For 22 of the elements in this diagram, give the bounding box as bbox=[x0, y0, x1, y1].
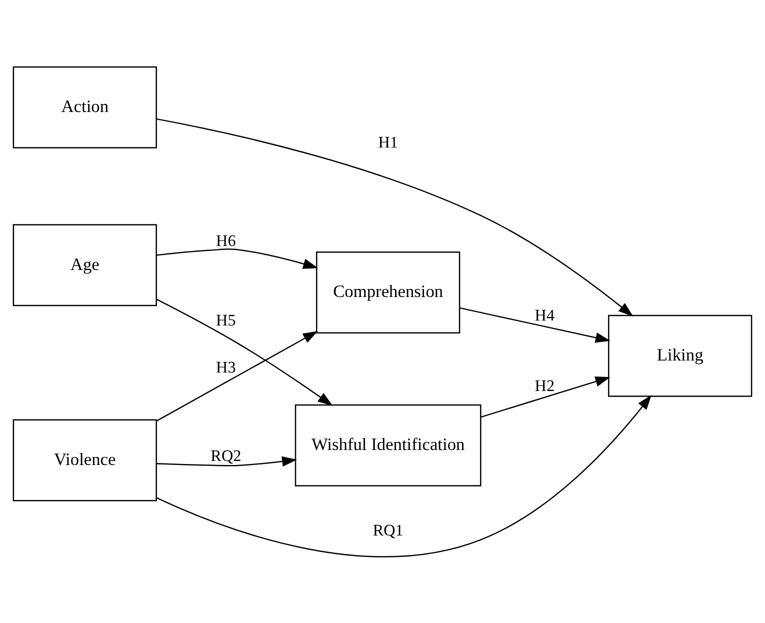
arrow bbox=[480, 376, 610, 418]
edge-label: RQ1 bbox=[372, 522, 404, 539]
node-box: Age bbox=[12, 224, 157, 306]
arrow bbox=[460, 306, 610, 342]
edge-label: H6 bbox=[216, 232, 236, 250]
edge-label: H1 bbox=[378, 134, 398, 152]
node-box: Wishful Identification bbox=[294, 404, 482, 486]
arrow bbox=[156, 456, 298, 466]
arrow bbox=[156, 248, 318, 268]
node-box: Violence bbox=[12, 418, 157, 501]
arrow bbox=[156, 118, 634, 316]
arrow bbox=[156, 394, 652, 557]
edge-label: H5 bbox=[216, 312, 236, 329]
node-box: Comprehension bbox=[316, 251, 460, 334]
edge-label: H4 bbox=[534, 306, 555, 324]
edge-label: H2 bbox=[534, 378, 555, 395]
arrow bbox=[156, 330, 318, 421]
edge-label: RQ2 bbox=[210, 447, 242, 464]
edge-label: H3 bbox=[216, 359, 236, 376]
arrow bbox=[156, 298, 333, 406]
node-box: Action bbox=[12, 66, 157, 148]
node-box: Liking bbox=[608, 314, 752, 396]
